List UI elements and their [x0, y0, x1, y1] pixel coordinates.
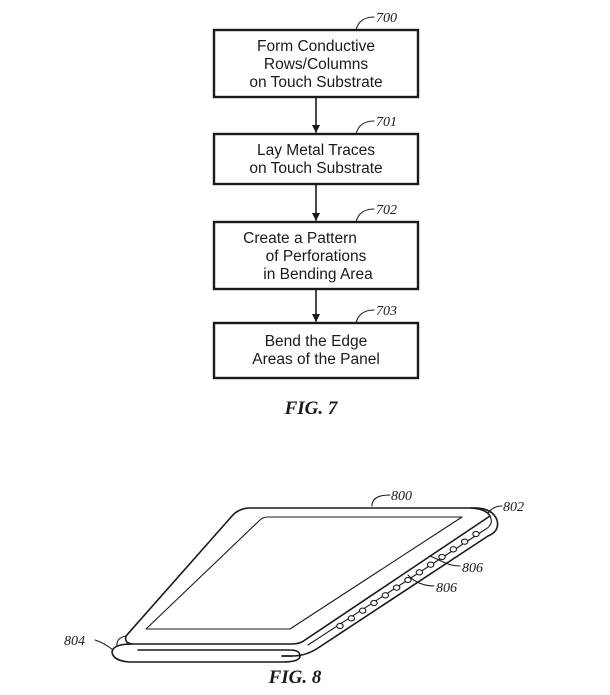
- ref-label-703: 703: [376, 304, 397, 319]
- step-702-line-2: of Perforations: [266, 248, 367, 265]
- step-702-line-1: Create a Pattern: [243, 230, 357, 247]
- perforation-hole: [392, 584, 401, 591]
- perforation-hole: [449, 546, 458, 553]
- step-box-701: [212, 132, 420, 186]
- perforation-hole: [438, 553, 446, 561]
- leader-line-806-a: [429, 555, 461, 567]
- perforation-hole: [426, 561, 435, 568]
- figure-8-bent-panel: 800 802 806 806 804 FIG. 8: [64, 489, 524, 688]
- leader-line-703: [355, 309, 375, 324]
- ref-label-802: 802: [503, 500, 524, 515]
- leader-line-806-b: [407, 574, 435, 587]
- step-700-line-2: Rows/Columns: [264, 56, 368, 73]
- step-703-line-1: Bend the Edge: [265, 333, 368, 350]
- step-701-line-1: Lay Metal Traces: [257, 142, 375, 159]
- leader-line-804: [94, 639, 114, 651]
- perforation-hole: [404, 576, 412, 584]
- step-702-line-3: in Bending Area: [263, 266, 373, 283]
- step-box-703: [212, 321, 420, 380]
- flow-step-701: Lay Metal Traces on Touch Substrate 701: [212, 115, 420, 186]
- leader-line-700: [355, 16, 375, 31]
- ref-label-701: 701: [376, 115, 397, 130]
- step-700-line-1: Form Conductive: [257, 38, 375, 55]
- panel-top-surface: [124, 507, 491, 645]
- ref-label-806-a: 806: [462, 561, 483, 576]
- display-active-area: [145, 516, 463, 630]
- perforation-hole: [347, 615, 356, 622]
- flow-step-700: Form Conductive Rows/Columns on Touch Su…: [212, 11, 420, 99]
- figure-7-flowchart: Form Conductive Rows/Columns on Touch Su…: [212, 11, 420, 419]
- perforation-hole: [370, 599, 378, 607]
- figure-8-caption: FIG. 8: [268, 667, 322, 688]
- perforation-hole: [415, 569, 424, 576]
- leader-line-701: [355, 120, 375, 135]
- flow-step-702: Create a Pattern of Perforations in Bend…: [212, 203, 420, 291]
- ref-label-806-b: 806: [436, 581, 457, 596]
- perforation-hole: [460, 538, 469, 545]
- perforation-hole: [358, 607, 367, 614]
- step-701-line-2: on Touch Substrate: [249, 160, 382, 177]
- leader-line-802: [487, 505, 503, 514]
- step-700-line-3: on Touch Substrate: [249, 74, 382, 91]
- left-rolled-edge-inner: [116, 635, 127, 647]
- ref-label-702: 702: [376, 203, 397, 218]
- perforation-hole: [472, 530, 480, 538]
- perforation-hole: [381, 592, 390, 599]
- perforation-pattern: [336, 530, 480, 630]
- right-bent-edge-inner: [307, 515, 492, 646]
- perforation-hole: [336, 622, 344, 630]
- step-box-702: [212, 220, 420, 291]
- ref-label-800: 800: [391, 489, 412, 504]
- step-box-700: [212, 28, 420, 99]
- leader-line-800: [371, 494, 391, 507]
- ref-label-700: 700: [376, 11, 397, 26]
- left-rolled-edge: [111, 643, 301, 663]
- flow-step-703: Bend the Edge Areas of the Panel 703: [212, 304, 420, 380]
- ref-label-804: 804: [64, 634, 85, 649]
- leader-line-702: [355, 208, 375, 223]
- figure-7-caption: FIG. 7: [284, 398, 339, 419]
- step-703-line-2: Areas of the Panel: [252, 351, 380, 368]
